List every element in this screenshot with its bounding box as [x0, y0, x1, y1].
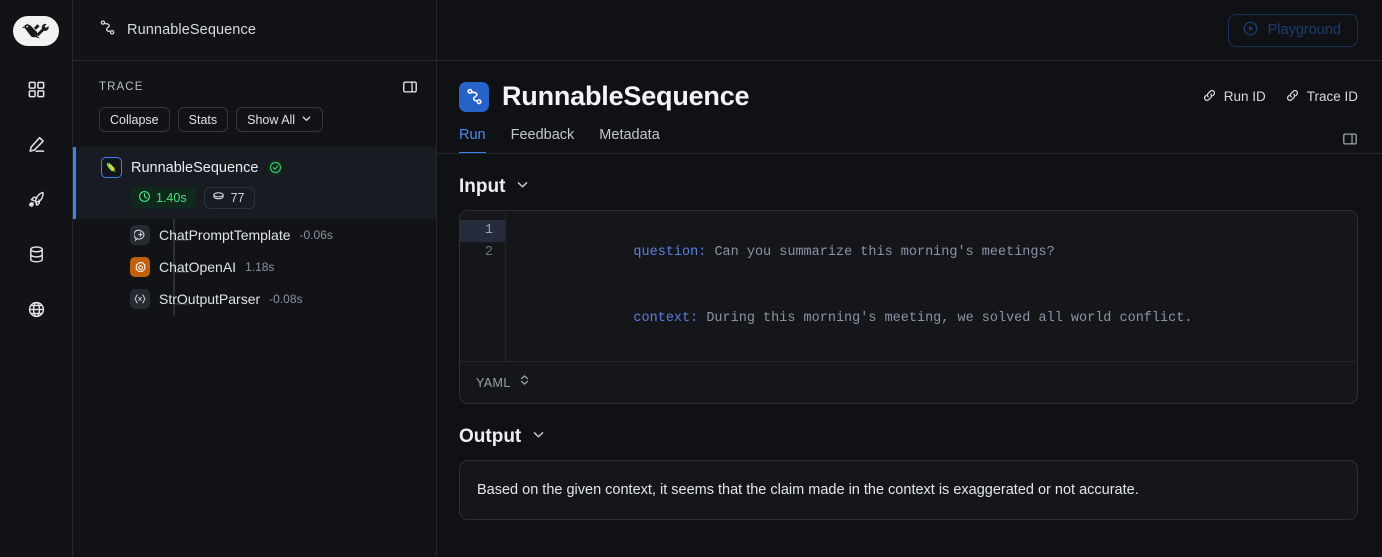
- globe-icon[interactable]: [19, 292, 53, 326]
- play-circle-icon: [1242, 20, 1259, 41]
- duration-pill: 1.40s: [131, 187, 196, 209]
- braces-x-icon: [130, 289, 150, 309]
- output-title: Output: [459, 426, 522, 447]
- line-number: 1: [460, 220, 505, 242]
- code-key: question:: [633, 245, 707, 260]
- page-title: RunnableSequence: [502, 81, 750, 111]
- token-coin-icon: [212, 191, 225, 205]
- run-id-link[interactable]: Run ID: [1202, 88, 1266, 106]
- run-id-label: Run ID: [1223, 89, 1266, 104]
- input-code-block: 1 2 question: Can you summarize this mor…: [459, 210, 1358, 404]
- header-divider: [437, 153, 1382, 154]
- trace-panel: RunnableSequence TRACE Collapse Stats: [73, 0, 437, 557]
- trace-child-duration: 1.18s: [245, 260, 275, 274]
- output-text: Based on the given context, it seems tha…: [477, 482, 1139, 498]
- breadcrumb: RunnableSequence: [73, 0, 436, 61]
- playground-button-label: Playground: [1267, 22, 1341, 38]
- stats-button-label: Stats: [188, 112, 218, 127]
- trace-children: ChatPromptTemplate -0.06s ChatOpenAI 1.1…: [73, 219, 436, 316]
- check-circle-icon: [267, 159, 285, 176]
- code-line: question: Can you summarize this morning…: [520, 220, 1357, 286]
- sequence-route-icon: [459, 81, 489, 112]
- main-topbar: Playground: [437, 0, 1382, 61]
- code-key: context:: [633, 311, 699, 326]
- trace-child-duration: -0.06s: [299, 228, 333, 242]
- input-title: Input: [459, 176, 506, 197]
- rocket-icon[interactable]: [19, 182, 53, 216]
- trace-id-link[interactable]: Trace ID: [1285, 88, 1358, 106]
- panel-collapse-icon[interactable]: [402, 79, 418, 95]
- code-format-selector[interactable]: YAML: [460, 361, 1357, 403]
- stats-button[interactable]: Stats: [177, 107, 229, 132]
- input-section-header[interactable]: Input: [459, 176, 1358, 198]
- tab-feedback[interactable]: Feedback: [510, 127, 575, 143]
- code-lines[interactable]: question: Can you summarize this morning…: [506, 211, 1357, 361]
- link-icon: [1285, 88, 1300, 106]
- trace-id-label: Trace ID: [1306, 89, 1358, 104]
- trace-child-label: ChatOpenAI: [159, 259, 237, 275]
- run-tabs: Run Feedback Metadata: [459, 127, 1358, 154]
- tab-metadata[interactable]: Metadata: [599, 127, 660, 143]
- chevron-down-icon: [301, 113, 312, 127]
- chevron-down-icon[interactable]: [531, 427, 546, 447]
- database-icon[interactable]: [19, 237, 53, 271]
- trace-node-chatprompttemplate[interactable]: ChatPromptTemplate -0.06s: [73, 219, 436, 251]
- code-gutter: 1 2: [460, 211, 506, 361]
- main-panel: Playground RunnableSequence: [437, 0, 1382, 557]
- left-icon-rail: [0, 0, 73, 557]
- parrot-icon: [101, 157, 122, 178]
- output-card: Based on the given context, it seems tha…: [459, 460, 1358, 521]
- chat-bubble-plus-icon: [130, 225, 150, 245]
- trace-toolbar: Collapse Stats Show All: [99, 107, 418, 132]
- trace-section-label: TRACE: [99, 81, 144, 93]
- trace-tree: RunnableSequence: [73, 147, 436, 557]
- collapse-button-label: Collapse: [110, 112, 159, 127]
- chevron-down-icon[interactable]: [515, 177, 530, 197]
- line-number: 2: [484, 245, 493, 260]
- trace-child-label: ChatPromptTemplate: [159, 227, 291, 243]
- run-header: RunnableSequence Run ID: [437, 61, 1382, 154]
- code-value: During this morning's meeting, we solved…: [698, 311, 1193, 326]
- tab-run[interactable]: Run: [459, 127, 486, 154]
- show-all-button-label: Show All: [247, 112, 296, 127]
- panel-toggle-icon[interactable]: [1342, 131, 1358, 154]
- trace-child-label: StrOutputParser: [159, 291, 261, 307]
- trace-node-stroutputparser[interactable]: StrOutputParser -0.08s: [73, 283, 436, 315]
- chevron-up-down-icon: [519, 373, 530, 392]
- trace-header: TRACE Collapse Stats Show All: [73, 61, 436, 132]
- rail-icon-list: [19, 72, 53, 326]
- token-pill: 77: [203, 187, 255, 209]
- langsmith-parrot-wrench-logo[interactable]: [13, 16, 59, 46]
- link-icon: [1202, 88, 1217, 106]
- token-count: 77: [230, 191, 245, 205]
- trace-node-runnablesequence[interactable]: RunnableSequence: [73, 147, 436, 219]
- trace-child-duration: -0.08s: [269, 292, 303, 306]
- output-section-header[interactable]: Output: [459, 426, 1358, 448]
- trace-node-label: RunnableSequence: [131, 159, 259, 176]
- sequence-route-icon: [99, 19, 116, 41]
- pencil-icon[interactable]: [19, 127, 53, 161]
- show-all-button[interactable]: Show All: [236, 107, 324, 132]
- code-value: Can you summarize this morning's meeting…: [706, 245, 1055, 260]
- run-content: Input 1 2 question: Can you summarize t: [437, 154, 1382, 521]
- playground-button[interactable]: Playground: [1227, 13, 1358, 47]
- breadcrumb-label[interactable]: RunnableSequence: [127, 22, 256, 38]
- duration-value: 1.40s: [156, 191, 187, 205]
- clock-icon: [138, 190, 151, 206]
- collapse-button[interactable]: Collapse: [99, 107, 170, 132]
- code-format-label: YAML: [476, 375, 511, 390]
- trace-node-chatopenai[interactable]: ChatOpenAI 1.18s: [73, 251, 436, 283]
- code-line: context: During this morning's meeting, …: [520, 286, 1357, 352]
- openai-icon: [130, 257, 150, 277]
- apps-grid-icon[interactable]: [19, 72, 53, 106]
